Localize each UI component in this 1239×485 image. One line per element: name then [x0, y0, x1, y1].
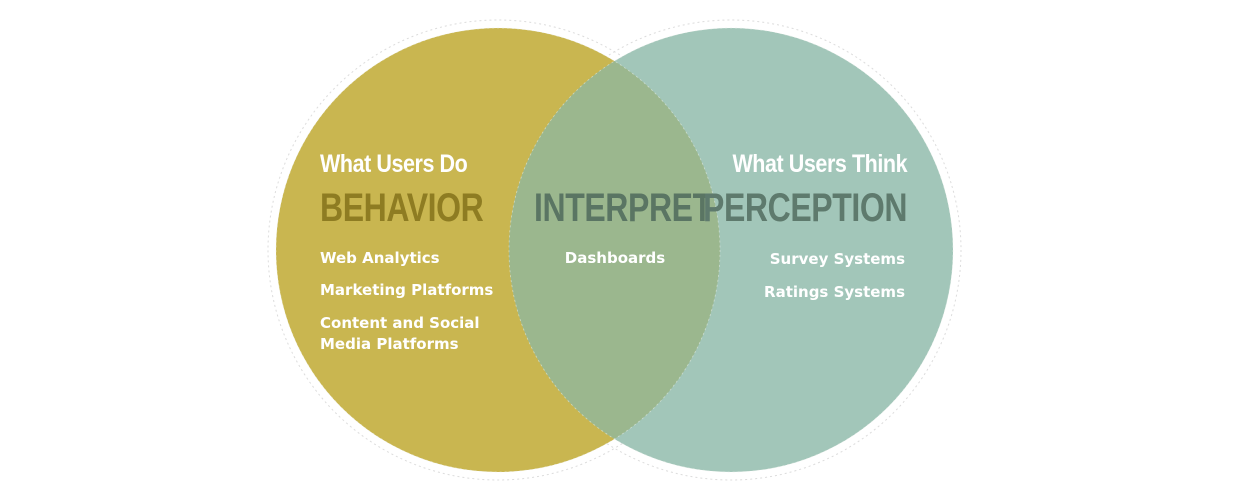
perception-heading: What Users Think — [732, 150, 907, 178]
perception-outline — [500, 19, 962, 481]
interpret-overlap — [509, 28, 720, 472]
perception-inner-ring — [508, 27, 954, 473]
behavior-item: Web Analytics — [320, 249, 440, 267]
behavior-heading: What Users Do — [320, 150, 468, 178]
behavior-inner-ring — [275, 27, 721, 473]
interpret-title: INTERPRET — [534, 186, 712, 230]
behavior-title: BEHAVIOR — [320, 186, 484, 230]
behavior-item: Content and Social Media Platforms — [320, 314, 480, 353]
behavior-item: Marketing Platforms — [320, 281, 494, 299]
perception-item: Ratings Systems — [764, 283, 905, 301]
interpret-item: Dashboards — [564, 249, 666, 267]
perception-title: PERCEPTION — [702, 186, 907, 230]
perception-item: Survey Systems — [769, 250, 905, 268]
